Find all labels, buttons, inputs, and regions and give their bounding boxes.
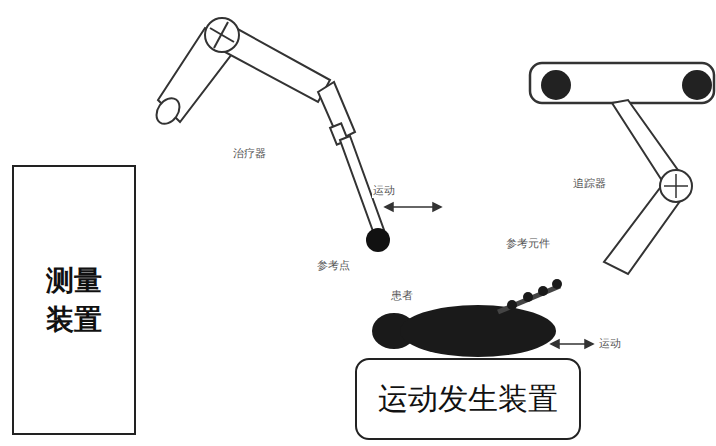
therapy-arm	[152, 18, 384, 234]
motion-label: 运动	[598, 336, 622, 351]
box-text: 测量装置	[42, 261, 106, 339]
patient-label: 患者	[390, 288, 414, 303]
tracker-label: 追踪器	[572, 176, 607, 191]
measuring-device-box: 测量装置	[12, 165, 136, 435]
motion-generator-box: 运动发生装置	[355, 358, 581, 440]
motion-label: 运动	[372, 183, 396, 198]
reference-point-label: 参考点	[316, 258, 351, 273]
therapy-device-label: 治疗器	[232, 146, 267, 161]
reference-element-label: 参考元件	[505, 236, 551, 251]
tracker	[530, 63, 714, 274]
box-text: 运动发生装置	[378, 381, 558, 417]
reference-point-ball	[366, 228, 390, 252]
patient	[372, 279, 562, 357]
